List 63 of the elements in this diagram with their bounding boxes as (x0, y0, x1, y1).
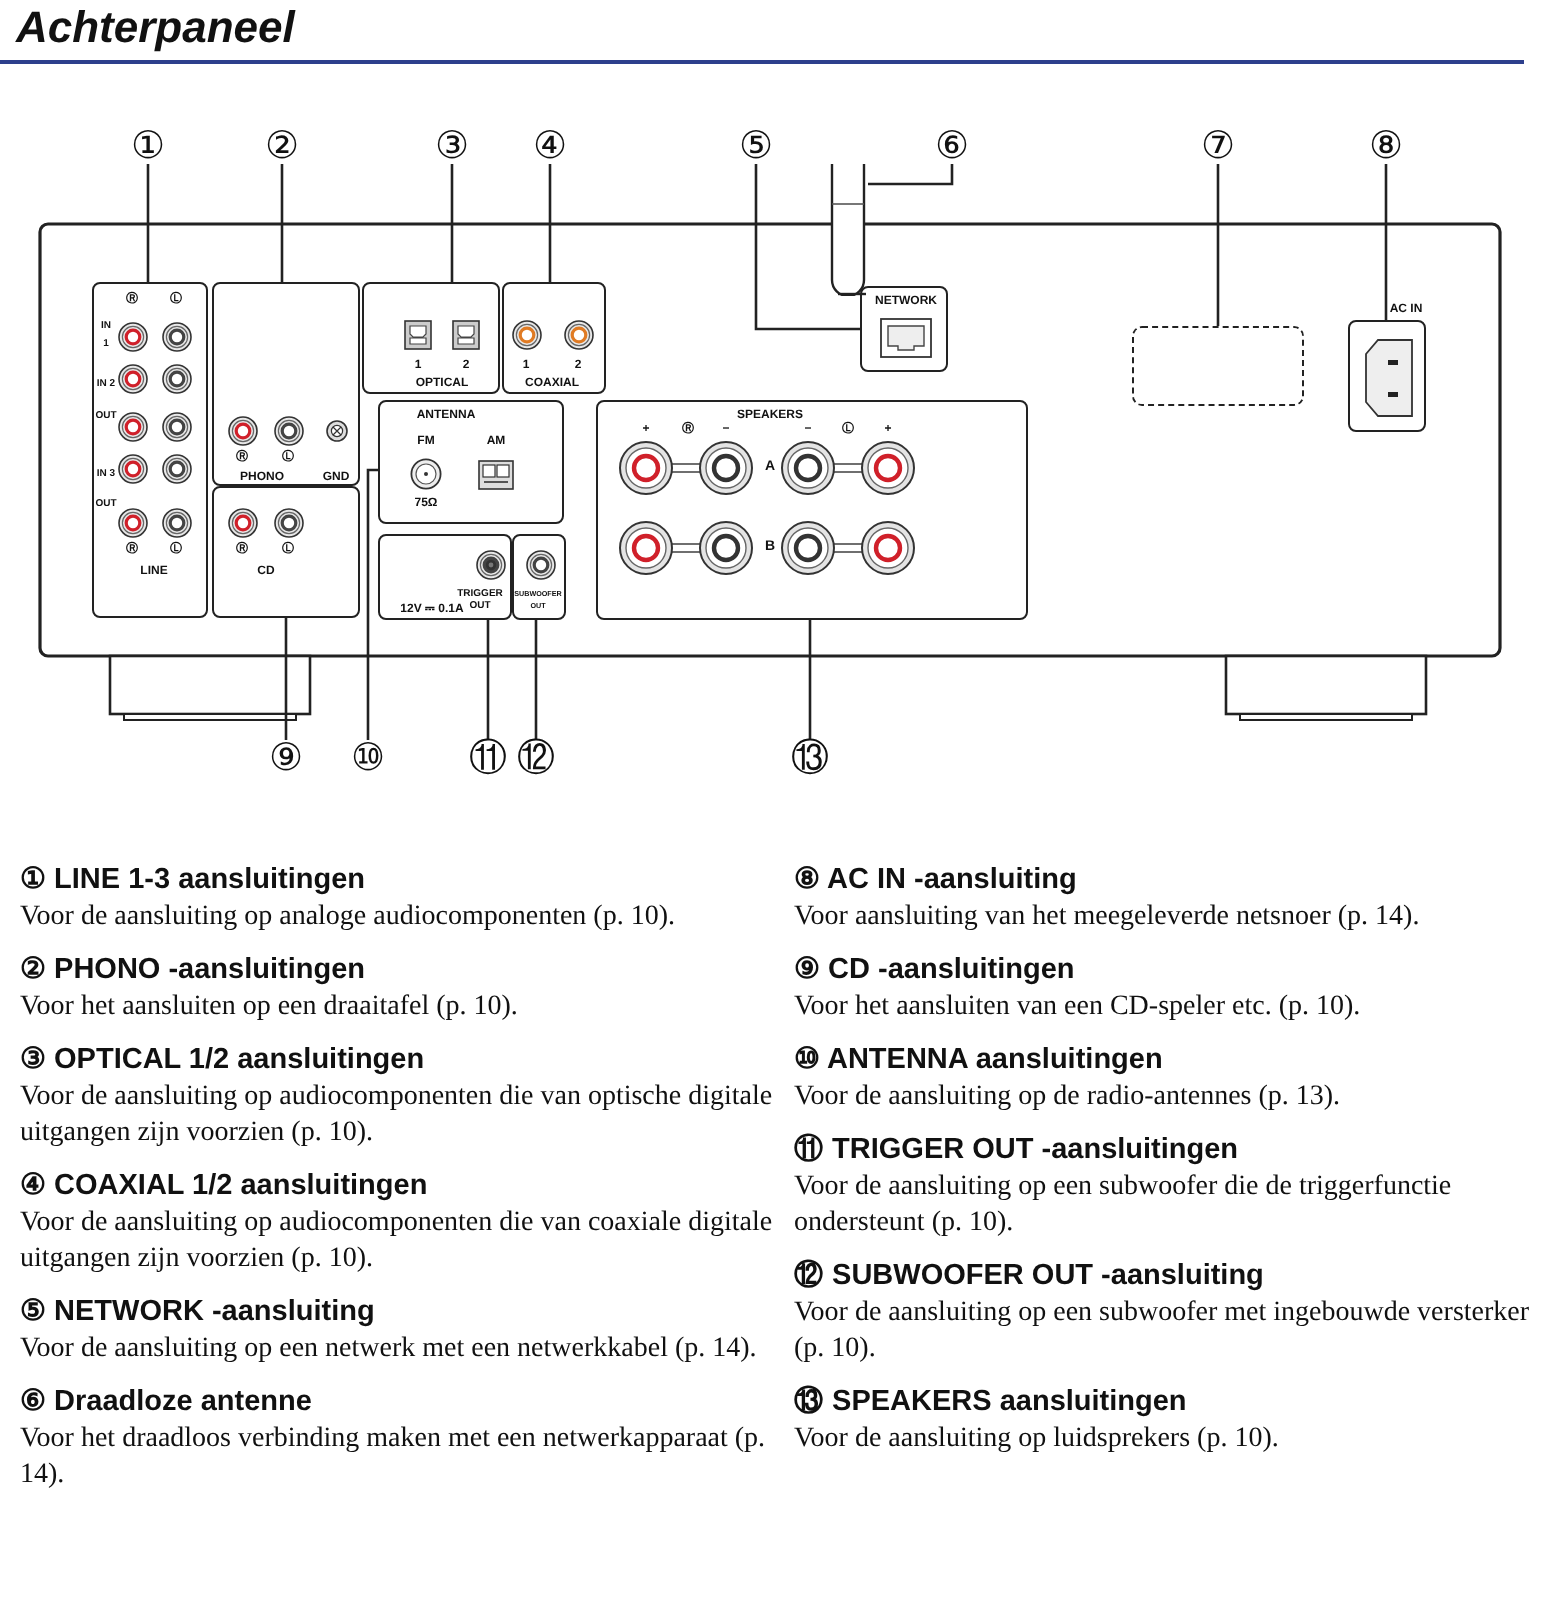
callout-number: ⑨ (268, 740, 304, 776)
callout-number: ⑥ (934, 128, 970, 164)
section-heading: ⑪ TRIGGER OUT -aansluitingen (794, 1131, 1241, 1170)
description-text: Voor het draadloos verbinding maken met een netwerkapparaat (p. 14). (20, 1422, 768, 1494)
section-heading: ⑫ SUBWOOFER OUT -aansluiting (794, 1257, 1266, 1296)
callout-number: ⑤ (738, 128, 774, 164)
section-heading: ④ COAXIAL 1/2 aansluitingen (20, 1168, 430, 1206)
section-heading: ⑬ SPEAKERS aansluitingen (794, 1383, 1189, 1422)
section-heading: ① LINE 1-3 aansluitingen (20, 862, 368, 900)
connector-panel (860, 286, 948, 372)
dashed-area-outline (1132, 326, 1304, 406)
connector-panel (212, 486, 360, 618)
description-text: Voor de aansluiting op een netwerk met een netwerkkabel (p. 14). (20, 1332, 759, 1368)
section-heading: ⑥ Draadloze antenne (20, 1384, 314, 1422)
section-heading: ⑤ NETWORK -aansluiting (20, 1294, 377, 1332)
section-heading: ③ OPTICAL 1/2 aansluitingen (20, 1042, 427, 1080)
leader-line (450, 164, 454, 282)
section-heading: ⑧ AC IN -aansluiting (794, 862, 1079, 900)
connector-panel (212, 282, 360, 486)
description-text: Voor de aansluiting op luidsprekers (p. 10). (794, 1422, 1281, 1458)
leader-line (284, 618, 288, 740)
callout-number: ④ (532, 128, 568, 164)
callout-number: ⑩ (350, 740, 386, 776)
connector-panel (502, 282, 606, 394)
leader-line (808, 620, 812, 740)
section-heading: ② PHONO -aansluitingen (20, 952, 368, 990)
callout-number: ⑧ (1368, 128, 1404, 164)
leader-line (1216, 164, 1220, 326)
description-text: Voor aansluiting van het meegeleverde netsnoer (p. 14). (794, 900, 1422, 936)
leader-line (280, 164, 284, 282)
callout-number: ③ (434, 128, 470, 164)
description-text: Voor het aansluiten op een draaitafel (p. 10). (20, 990, 520, 1026)
leader-line (868, 164, 954, 186)
leader-line (486, 620, 490, 740)
description-text: Voor de aansluiting op analoge audiocomponenten (p. 10). (20, 900, 677, 936)
leader-line (146, 164, 150, 282)
leader-line (548, 164, 552, 282)
connector-panel (92, 282, 208, 618)
antenna-drawing (828, 164, 868, 296)
section-heading: ⑨ CD -aansluitingen (794, 952, 1077, 990)
callout-number: ⑫ (518, 740, 554, 776)
page-title: Achterpaneel (16, 2, 295, 54)
leader-line (534, 620, 538, 740)
leader-line (754, 164, 860, 331)
connector-panel (378, 400, 564, 524)
description-text: Voor het aansluiten van een CD-speler etc. (p. 10). (794, 990, 1363, 1026)
connector-panel (378, 534, 512, 620)
description-text: Voor de aansluiting op een subwoofer die de triggerfunctie ondersteunt (p. 10). (794, 1170, 1454, 1242)
description-text: Voor de aansluiting op audiocomponenten die van optische digitale uitgangen zijn voorzien (p. 10). (20, 1080, 775, 1152)
callout-number: ⑪ (470, 740, 506, 776)
connector-panel (362, 282, 500, 394)
callout-number: ① (130, 128, 166, 164)
callout-number: ② (264, 128, 300, 164)
connector-panel (596, 400, 1028, 620)
description-text: Voor de aansluiting op de radio-antennes (p. 13). (794, 1080, 1343, 1116)
connector-panel (512, 534, 566, 620)
callout-number: ⑦ (1200, 128, 1236, 164)
leader-line (1384, 164, 1388, 320)
callout-number: ⑬ (792, 740, 828, 776)
description-text: Voor de aansluiting op audiocomponenten die van coaxiale digitale uitgangen zijn voorzien (p. 10). (20, 1206, 775, 1278)
description-text: Voor de aansluiting op een subwoofer met ingebouwde versterker (p. 10). (794, 1296, 1532, 1368)
leader-line (366, 468, 378, 740)
section-heading: ⑩ ANTENNA aansluitingen (794, 1042, 1165, 1080)
